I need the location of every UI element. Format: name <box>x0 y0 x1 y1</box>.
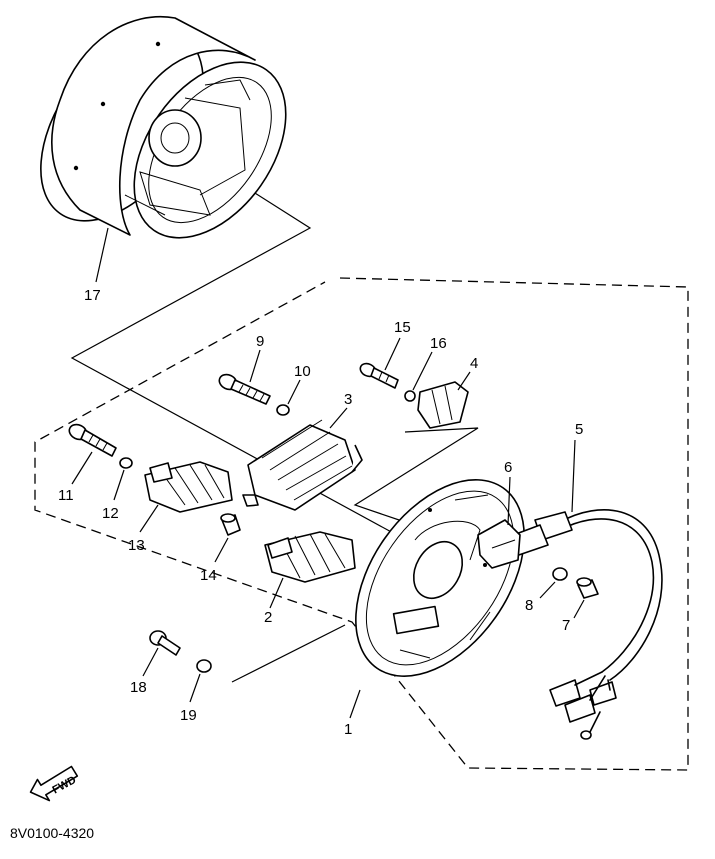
callout-18: 18 <box>130 679 147 696</box>
leader-4 <box>457 371 471 391</box>
pulser-4 <box>417 381 469 429</box>
pickup-bracket <box>477 519 521 569</box>
stator-base-plate <box>355 479 525 677</box>
coil-2 <box>264 531 356 583</box>
leader-2 <box>269 577 284 609</box>
callout-19: 19 <box>180 707 197 724</box>
coil-3 <box>242 419 363 511</box>
washer-12 <box>119 457 133 469</box>
callout-12: 12 <box>102 505 119 522</box>
washer-16 <box>404 390 416 402</box>
callout-9: 9 <box>256 333 264 350</box>
leader-19 <box>189 673 201 703</box>
callout-15: 15 <box>394 319 411 336</box>
callout-10: 10 <box>294 363 311 380</box>
leader-6 <box>507 476 511 526</box>
callout-5: 5 <box>575 421 583 438</box>
washer-19 <box>196 659 212 673</box>
washer-10 <box>276 404 290 416</box>
leader-1 <box>349 689 361 719</box>
fwd-arrow-icon <box>29 765 79 802</box>
callout-4: 4 <box>470 355 478 372</box>
flywheel-rotor <box>40 16 287 239</box>
explosion-guide-lines-3 <box>231 624 346 683</box>
leader-17 <box>95 227 109 283</box>
lead-wire-harness <box>499 509 663 740</box>
leader-12 <box>113 469 125 501</box>
leader-18 <box>142 647 159 677</box>
screw-7 <box>576 577 599 599</box>
collar-14 <box>220 513 241 536</box>
coil-13 <box>144 461 233 513</box>
assembly-boundary-dashed <box>34 277 689 771</box>
callout-3: 3 <box>344 391 352 408</box>
washer-8 <box>552 567 568 581</box>
leader-3 <box>329 407 348 429</box>
leader-8 <box>539 581 556 599</box>
leader-5 <box>571 439 576 513</box>
callout-14: 14 <box>200 567 217 584</box>
callout-2: 2 <box>264 609 272 626</box>
bolt-11 <box>68 423 117 457</box>
callout-13: 13 <box>128 537 145 554</box>
callout-11: 11 <box>58 487 74 504</box>
leader-16 <box>412 351 433 391</box>
callout-17: 17 <box>84 287 101 304</box>
callout-6: 6 <box>504 459 512 476</box>
callout-8: 8 <box>525 597 533 614</box>
leader-14 <box>214 537 229 563</box>
drawing-code: 8V0100-4320 <box>10 825 94 841</box>
bolt-9 <box>218 373 271 405</box>
bolt-15 <box>359 362 399 389</box>
callout-1: 1 <box>344 721 352 738</box>
callout-16: 16 <box>430 335 447 352</box>
leader-9 <box>249 349 261 383</box>
callout-7: 7 <box>562 617 570 634</box>
leader-15 <box>384 337 401 371</box>
leader-11 <box>71 451 93 485</box>
leader-7 <box>573 599 585 619</box>
bolt-18 <box>149 630 181 656</box>
leader-10 <box>287 379 301 405</box>
explosion-guide-lines-2 <box>353 427 479 523</box>
leader-13 <box>139 504 159 533</box>
